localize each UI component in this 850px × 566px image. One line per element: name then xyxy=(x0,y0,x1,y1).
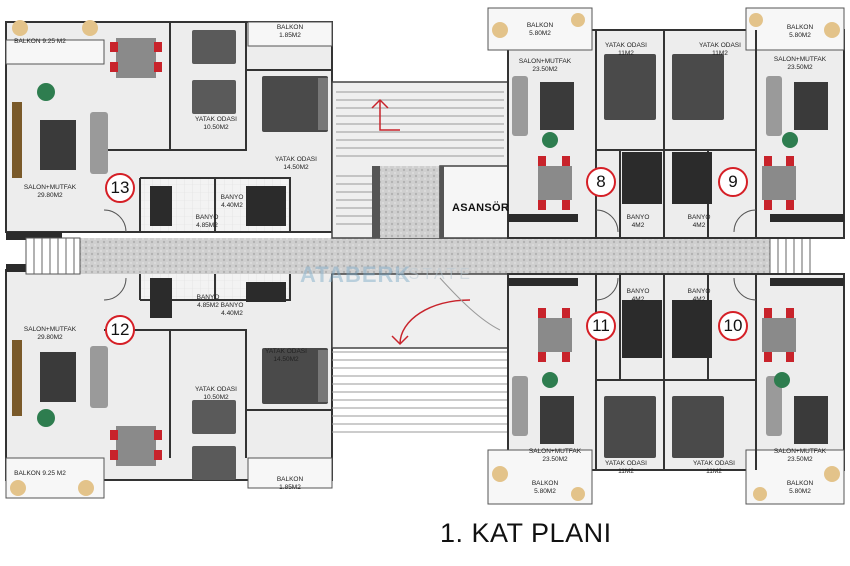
left-block xyxy=(5,20,333,499)
unit-number-9: 9 xyxy=(718,167,748,197)
plan-title: 1. KAT PLANI xyxy=(440,518,612,548)
unit-number-11: 11 xyxy=(586,311,616,341)
elevator-label: ASANSÖR xyxy=(452,202,510,214)
unit-number-12: 12 xyxy=(105,315,135,345)
unit-number-8: 8 xyxy=(586,167,616,197)
corridor xyxy=(80,238,770,274)
unit-number-10: 10 xyxy=(718,311,748,341)
room-label: BALKON 9.25 M2 xyxy=(14,470,66,477)
room-label: BALKON 9.25 M2 xyxy=(14,38,66,45)
unit-number-13: 13 xyxy=(105,173,135,203)
right-block xyxy=(487,7,845,505)
watermark-suffix: ESTATE xyxy=(395,266,473,283)
stair-core xyxy=(331,81,509,433)
watermark-logo: ATABERK xyxy=(300,262,412,287)
